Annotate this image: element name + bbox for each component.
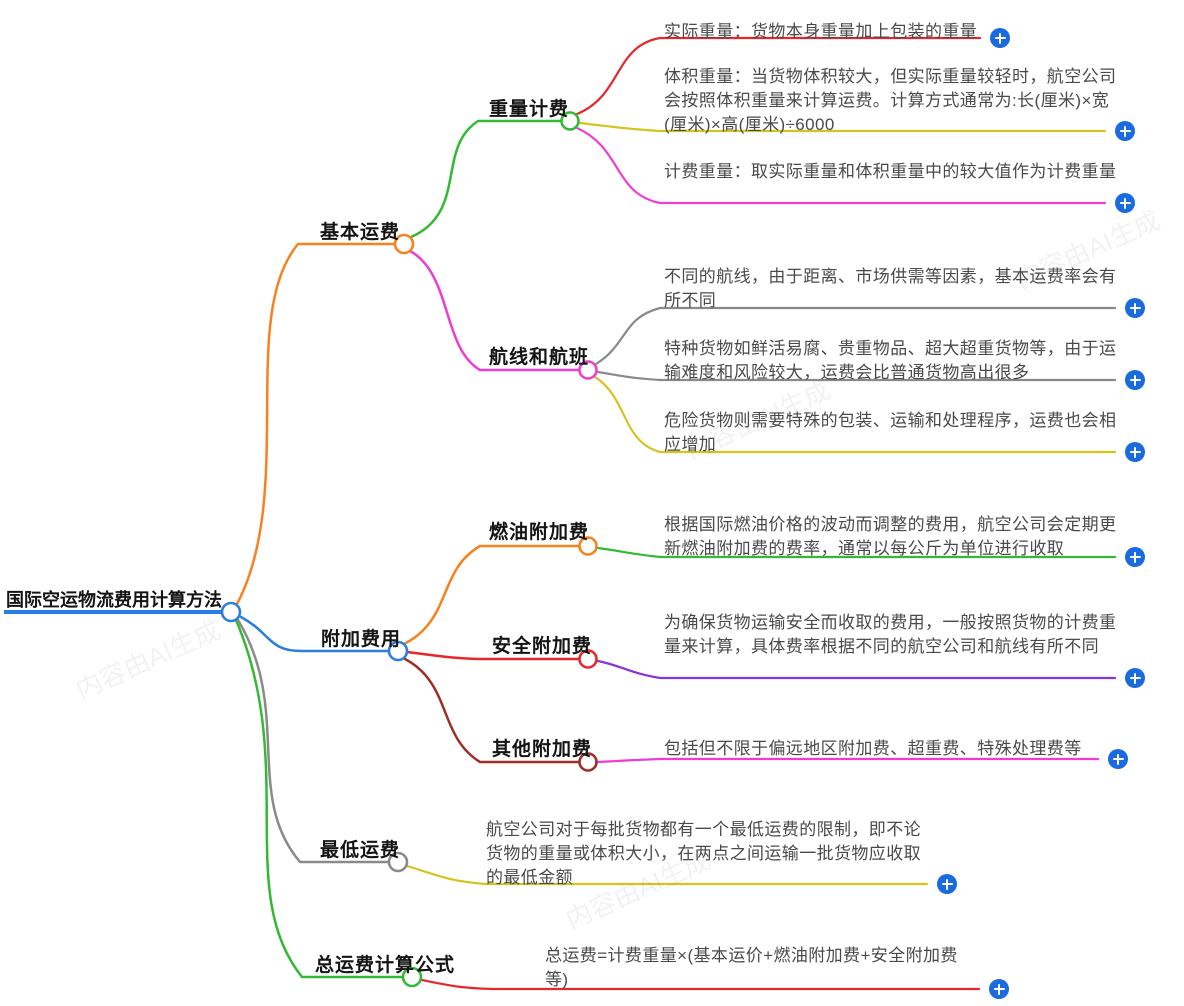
leaf-dangerous-goods[interactable]: 危险货物则需要特殊的包装、运输和处理程序，运费也会相应增加 bbox=[664, 411, 1117, 454]
expand-plus-icon[interactable] bbox=[1115, 193, 1135, 213]
expand-plus-icon[interactable] bbox=[1115, 121, 1135, 141]
node-circle-other-surcharge[interactable] bbox=[578, 752, 598, 772]
node-circle-total-formula[interactable] bbox=[401, 966, 423, 988]
edge-actual-weight bbox=[575, 36, 982, 116]
edge-special-cargo bbox=[596, 370, 1117, 382]
node-circle-surcharges[interactable] bbox=[387, 640, 409, 662]
edge-fuel-surcharge bbox=[402, 544, 581, 646]
edge-route-rates bbox=[594, 306, 1117, 366]
expand-plus-icon[interactable] bbox=[1125, 298, 1145, 318]
node-circle-basic-freight[interactable] bbox=[393, 233, 415, 255]
edge-security-surcharge bbox=[405, 650, 581, 661]
node-label-routes-flights[interactable]: 航线和航班 bbox=[489, 347, 590, 368]
edge-basic-freight bbox=[235, 242, 397, 606]
node-circle-routes-flights[interactable] bbox=[578, 360, 598, 380]
leaf-route-rates[interactable]: 不同的航线，由于距离、市场供需等因素，基本运费率会有所不同 bbox=[664, 267, 1117, 310]
expand-plus-icon[interactable] bbox=[1125, 370, 1145, 390]
expand-plus-icon[interactable] bbox=[937, 874, 957, 894]
edge-surcharges bbox=[239, 615, 391, 653]
expand-plus-icon[interactable] bbox=[1108, 749, 1128, 769]
node-label-fuel-surcharge[interactable]: 燃油附加费 bbox=[489, 522, 590, 543]
node-label-surcharges[interactable]: 附加费用 bbox=[321, 629, 402, 650]
expand-plus-icon[interactable] bbox=[990, 28, 1010, 48]
node-circle-minimum-freight[interactable] bbox=[387, 851, 409, 873]
node-label-total-formula[interactable]: 总运费计算公式 bbox=[315, 955, 456, 976]
leaf-volume-weight[interactable]: 体积重量：当货物体积较大，但实际重量较轻时，航空公司会按照体积重量来计算运费。计… bbox=[664, 67, 1117, 134]
leaf-security-surcharge-desc[interactable]: 为确保货物运输安全而收取的费用，一般按照货物的计费重量来计算，具体费率根据不同的… bbox=[664, 613, 1117, 656]
node-circle-weight-billing[interactable] bbox=[560, 111, 580, 131]
node-label-other-surcharge[interactable]: 其他附加费 bbox=[492, 739, 593, 760]
expand-plus-icon[interactable] bbox=[989, 979, 1009, 999]
node-label-weight-billing[interactable]: 重量计费 bbox=[489, 99, 570, 120]
edge-total-formula bbox=[234, 618, 404, 979]
edge-minimum-freight bbox=[236, 618, 391, 864]
leaf-other-surcharge-desc[interactable]: 包括但不限于偏远地区附加费、超重费、特殊处理费等 bbox=[664, 739, 1082, 758]
edge-dangerous-goods bbox=[593, 375, 1117, 454]
leaf-total-formula-desc[interactable]: 总运费=计费重量×(基本运价+燃油附加费+安全附加费等) bbox=[545, 946, 958, 989]
leaf-fuel-surcharge-desc[interactable]: 根据国际燃油价格的波动而调整的费用，航空公司会定期更新燃油附加费的费率，通常以每… bbox=[664, 515, 1117, 558]
leaf-chargeable-weight[interactable]: 计费重量：取实际重量和体积重量中的较大值作为计费重量 bbox=[664, 162, 1117, 181]
root-node-label[interactable]: 国际空运物流费用计算方法 bbox=[6, 590, 222, 610]
expand-plus-icon[interactable] bbox=[1125, 442, 1145, 462]
node-circle-security-surcharge[interactable] bbox=[578, 649, 598, 669]
node-label-minimum-freight[interactable]: 最低运费 bbox=[320, 840, 401, 861]
leaf-minimum-freight-desc[interactable]: 航空公司对于每批货物都有一个最低运费的限制，即不论货物的重量或体积大小，在两点之… bbox=[486, 820, 921, 887]
edge-other-surcharge bbox=[403, 657, 581, 764]
edge-other-surcharge-desc bbox=[596, 757, 1100, 764]
edge-minimum-freight-desc bbox=[405, 864, 929, 886]
expand-plus-icon[interactable] bbox=[1125, 668, 1145, 688]
edge-security-surcharge-desc bbox=[596, 659, 1117, 680]
node-circle-fuel-surcharge[interactable] bbox=[578, 536, 598, 556]
edge-chargeable-weight bbox=[575, 126, 1107, 205]
leaf-special-cargo[interactable]: 特种货物如鲜活易腐、贵重物品、超大超重货物等，由于运输难度和风险较大，运费会比普… bbox=[664, 339, 1117, 382]
edge-weight-billing bbox=[409, 119, 563, 239]
edge-total-formula-desc bbox=[420, 978, 981, 991]
expand-plus-icon[interactable] bbox=[1125, 547, 1145, 567]
edge-volume-weight bbox=[578, 121, 1107, 133]
node-label-security-surcharge[interactable]: 安全附加费 bbox=[492, 636, 593, 657]
leaf-actual-weight[interactable]: 实际重量：货物本身重量加上包装的重量 bbox=[664, 22, 978, 41]
node-label-basic-freight[interactable]: 基本运费 bbox=[320, 222, 401, 243]
node-circle-root[interactable] bbox=[220, 601, 242, 623]
edge-routes-flights bbox=[408, 249, 581, 372]
edge-fuel-surcharge-desc bbox=[596, 546, 1117, 559]
